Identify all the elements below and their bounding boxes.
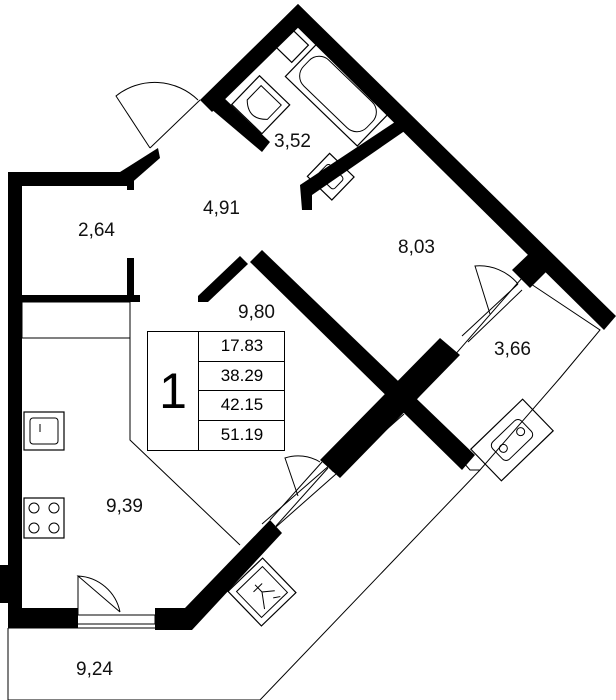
door-bedroom-balcony [474, 265, 519, 315]
ac-unit-icon [469, 398, 555, 482]
wall-bath-inner [210, 96, 270, 152]
room-area-balcony-right: 3,66 [494, 339, 531, 360]
wall-top-slant [120, 148, 160, 186]
area-list: 17.83 38.29 42.15 51.19 [198, 332, 285, 450]
area-total-no-balcony: 38.29 [199, 362, 285, 391]
wall-bedroom-corner [512, 248, 552, 288]
wall-wardrobe-h [22, 295, 140, 302]
area-legend: 1 17.83 38.29 42.15 51.19 [147, 331, 285, 451]
area-living: 17.83 [199, 332, 285, 362]
wall-diagonal-main [320, 338, 460, 478]
room-area-hall: 4,91 [203, 198, 240, 219]
room-area-kitchen: 9,39 [106, 496, 143, 517]
wall-living-balcony [322, 440, 355, 472]
room-area-wardrobe: 2,64 [78, 220, 115, 241]
room-area-living: 9,80 [238, 302, 275, 323]
wall-wardrobe-v2 [127, 178, 134, 190]
wall-right-outer [286, 4, 616, 330]
wardrobe-shelf [21, 301, 131, 339]
stove-icon [23, 497, 65, 539]
room-area-bedroom: 8,03 [398, 237, 435, 258]
door-entrance [115, 81, 199, 149]
room-area-bathroom: 3,52 [274, 131, 311, 152]
glazing-bottom [74, 614, 156, 625]
wall-left [8, 175, 22, 628]
fire-exit-icon [227, 557, 297, 627]
bath-sink-icon [306, 152, 355, 201]
balcony-bottom-outline [7, 469, 481, 700]
wall-bottom [8, 608, 78, 628]
toilet-icon [230, 74, 291, 135]
bathtub-icon [284, 41, 392, 147]
wall-bottom-right [155, 520, 282, 630]
wall-living-stub [198, 256, 248, 302]
wall-bath-right [300, 120, 406, 210]
area-total: 51.19 [220, 425, 264, 445]
room-area-balcony-bottom: 9,24 [76, 659, 113, 680]
sink-icon [23, 411, 65, 451]
wall-left-stub [0, 565, 8, 603]
rooms-count: 1 [159, 363, 187, 419]
door-living-balcony [284, 455, 321, 497]
wall-wardrobe-v1 [127, 258, 134, 300]
wall-top-left [8, 172, 134, 186]
zone-line [129, 300, 241, 546]
wall-bedroom-living [250, 250, 475, 470]
door-kitchen-balcony [76, 575, 121, 613]
area-total-reduced: 42.15 [199, 391, 285, 421]
